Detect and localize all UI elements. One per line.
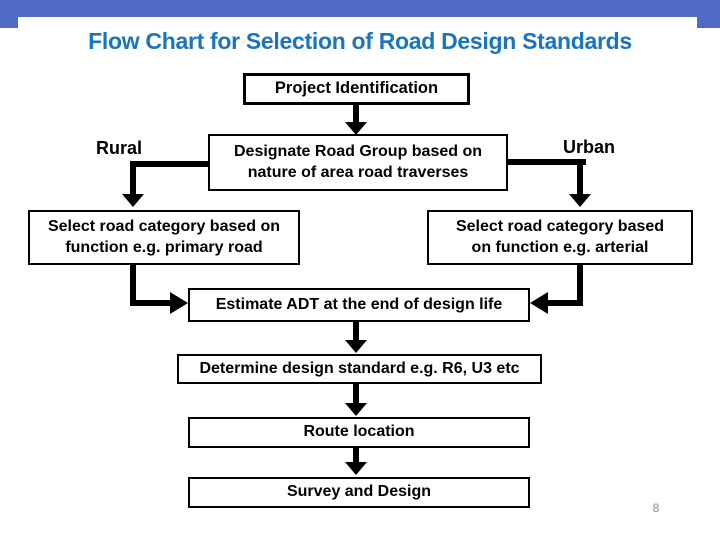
arrow-designate-to-rural-horizontal (130, 161, 210, 167)
node-label: Project Identification (274, 79, 439, 98)
arrow-left-icon (530, 292, 548, 314)
top-right-notch (697, 0, 720, 28)
arrow-project-to-designate-shaft (353, 104, 359, 124)
node-label: Route location (303, 423, 415, 441)
arrow-urban-to-estimate-horizontal (546, 300, 583, 306)
arrow-down-icon (345, 122, 367, 135)
arrow-determine-to-route-shaft (353, 384, 359, 405)
node-label: Select road category based on function e… (47, 217, 281, 256)
flow-node-survey-and-design: Survey and Design (188, 477, 530, 508)
node-label: Survey and Design (286, 483, 432, 501)
node-label: Designate Road Group based on nature of … (233, 142, 483, 181)
arrow-estimate-to-determine-shaft (353, 322, 359, 342)
flow-node-select-category-urban: Select road category based on function e… (427, 210, 693, 265)
flow-node-route-location: Route location (188, 417, 530, 448)
arrow-designate-to-rural-vertical (130, 161, 136, 195)
arrow-designate-to-urban-horizontal (506, 159, 586, 165)
page-number: 8 (652, 501, 660, 515)
flow-node-select-category-rural: Select road category based on function e… (28, 210, 300, 265)
arrow-down-icon (122, 194, 144, 207)
arrow-right-icon (170, 292, 188, 314)
flow-node-designate-road-group: Designate Road Group based on nature of … (208, 134, 508, 191)
slide-title: Flow Chart for Selection of Road Design … (88, 28, 632, 54)
flow-node-project-identification: Project Identification (243, 73, 470, 105)
top-accent-bar (0, 0, 720, 17)
node-label: Determine design standard e.g. R6, U3 et… (199, 359, 520, 377)
node-label: Select road category based on function e… (455, 217, 665, 256)
arrow-down-icon (569, 194, 591, 207)
flow-node-determine-design-standard: Determine design standard e.g. R6, U3 et… (177, 354, 542, 384)
arrow-down-icon (345, 340, 367, 353)
arrow-down-icon (345, 462, 367, 475)
node-label: Estimate ADT at the end of design life (215, 295, 503, 313)
top-left-notch (0, 0, 18, 28)
arrow-urban-to-estimate-vertical (577, 265, 583, 306)
branch-label-urban: Urban (563, 137, 616, 157)
arrow-down-icon (345, 403, 367, 416)
arrow-rural-to-estimate-horizontal (130, 300, 172, 306)
branch-label-rural: Rural (96, 138, 143, 158)
flow-node-estimate-adt: Estimate ADT at the end of design life (188, 288, 530, 322)
arrow-rural-to-estimate-vertical (130, 265, 136, 306)
arrow-route-to-survey-shaft (353, 448, 359, 464)
arrow-designate-to-urban-vertical (577, 159, 583, 195)
